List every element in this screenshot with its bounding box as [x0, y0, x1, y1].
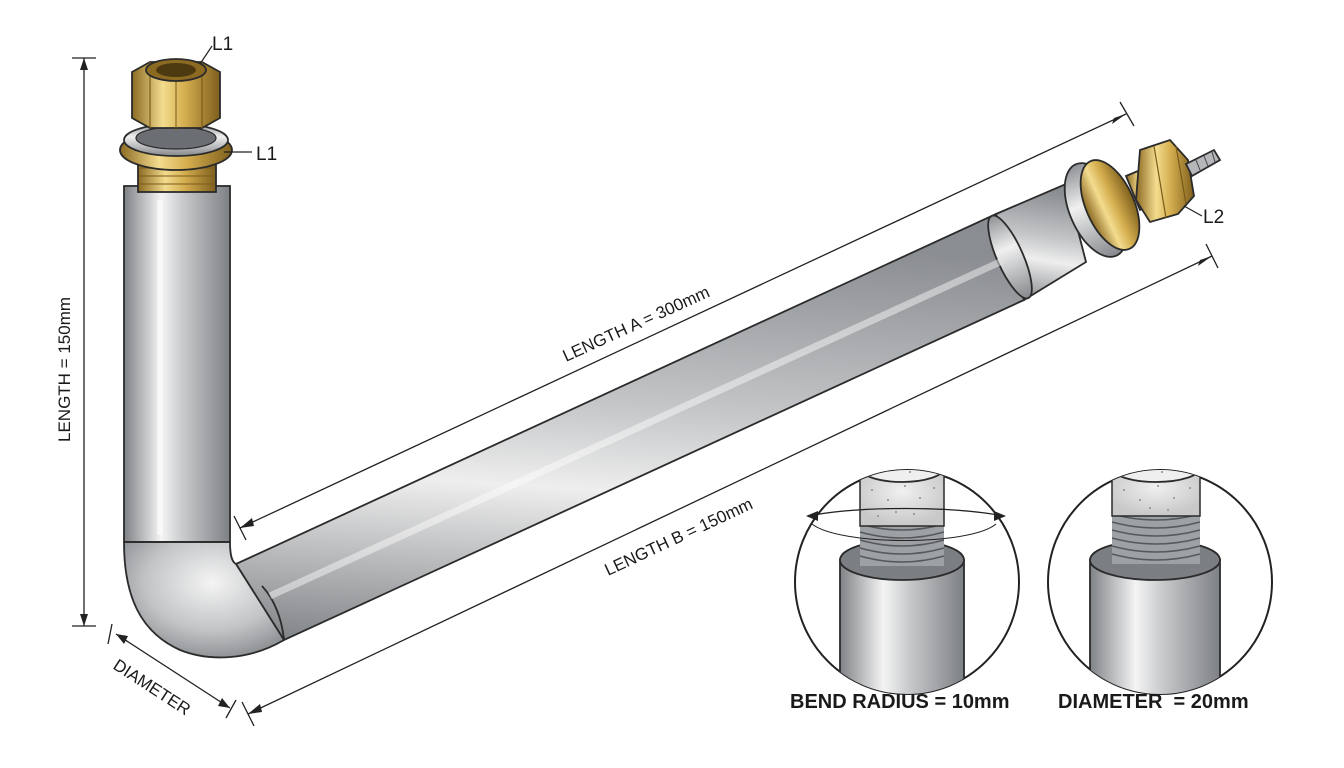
detail-bend-radius — [794, 469, 1020, 695]
label-length-b: LENGTH B = 150mm — [602, 494, 756, 579]
label-diameter-side: DIAMETER — [110, 655, 194, 719]
label-top-nut: L1 — [212, 34, 233, 55]
label-washer: L1 — [256, 144, 277, 165]
label-bend-radius: BEND RADIUS = 10mm — [790, 691, 1010, 713]
label-length-a: LENGTH A = 300mm — [560, 282, 713, 365]
label-length-vertical: LENGTH = 150mm — [55, 297, 74, 442]
label-diameter-detail: DIAMETER = 20mm — [1058, 691, 1249, 713]
label-right-fitting: L2 — [1203, 207, 1224, 228]
top-fitting — [119, 45, 252, 193]
pipe-body — [123, 182, 1088, 659]
detail-diameter — [1047, 469, 1273, 695]
right-fitting — [1063, 138, 1222, 258]
dimension-lines — [72, 57, 1219, 727]
